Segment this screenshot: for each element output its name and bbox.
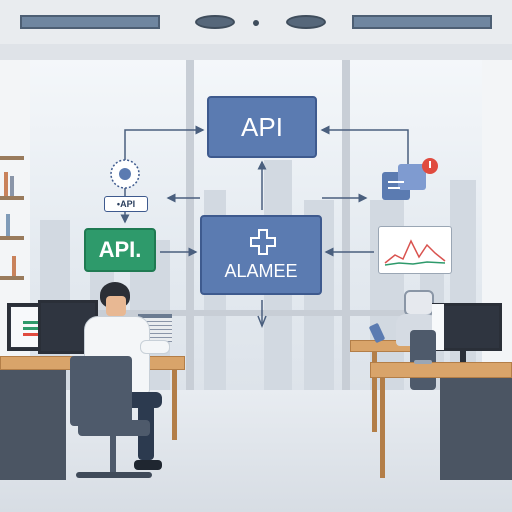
book — [12, 256, 16, 276]
shelf — [0, 156, 24, 160]
person-shoe — [134, 460, 162, 470]
book — [10, 176, 14, 196]
shelf — [0, 236, 24, 240]
chair-base — [76, 472, 152, 478]
window-mullion — [342, 60, 350, 390]
desk-leg — [172, 370, 177, 440]
connector-arrow — [124, 125, 205, 160]
chair-stem — [110, 436, 116, 472]
desk-leg — [372, 352, 377, 432]
medical-cross-icon — [250, 229, 276, 255]
connector-arrow — [320, 125, 409, 165]
mouse — [414, 360, 432, 364]
ceiling-sensor — [253, 20, 259, 26]
api-main-box: API — [207, 96, 317, 158]
screen-line — [23, 333, 41, 336]
ceiling-light-left — [20, 15, 160, 29]
person-face — [106, 296, 126, 316]
book-stack — [138, 314, 172, 318]
ceiling-vent-right — [286, 15, 326, 29]
alamee-label: ALAMEE — [224, 261, 298, 281]
desk-right-top — [370, 362, 512, 378]
ceiling-light-right — [352, 15, 492, 29]
shelf — [0, 196, 24, 200]
api-green-box: API. — [84, 228, 156, 272]
alamee-box: ALAMEE — [200, 215, 322, 295]
window-sill — [30, 310, 482, 316]
gear-network-icon — [110, 159, 140, 189]
desk-right-cabinet — [440, 378, 512, 480]
chart-card — [378, 226, 452, 274]
connector-arrow — [257, 315, 267, 329]
person-arm — [140, 340, 170, 354]
shelf — [0, 276, 24, 280]
chair-seat — [78, 420, 150, 436]
chair-back — [70, 356, 132, 426]
book — [4, 172, 8, 196]
desk-left-cabinet — [0, 370, 66, 480]
chat-bubble-icon — [382, 164, 426, 200]
robot-head — [404, 290, 434, 316]
chart-icon — [384, 239, 446, 266]
window-mullion — [186, 60, 194, 390]
ceiling-vent-left — [195, 15, 235, 29]
small-api-chip: •API — [104, 196, 148, 212]
monitor-stand — [460, 351, 466, 365]
book — [6, 214, 10, 236]
screen-line — [23, 321, 45, 324]
desk-leg — [380, 378, 385, 478]
notification-icon — [422, 158, 438, 174]
